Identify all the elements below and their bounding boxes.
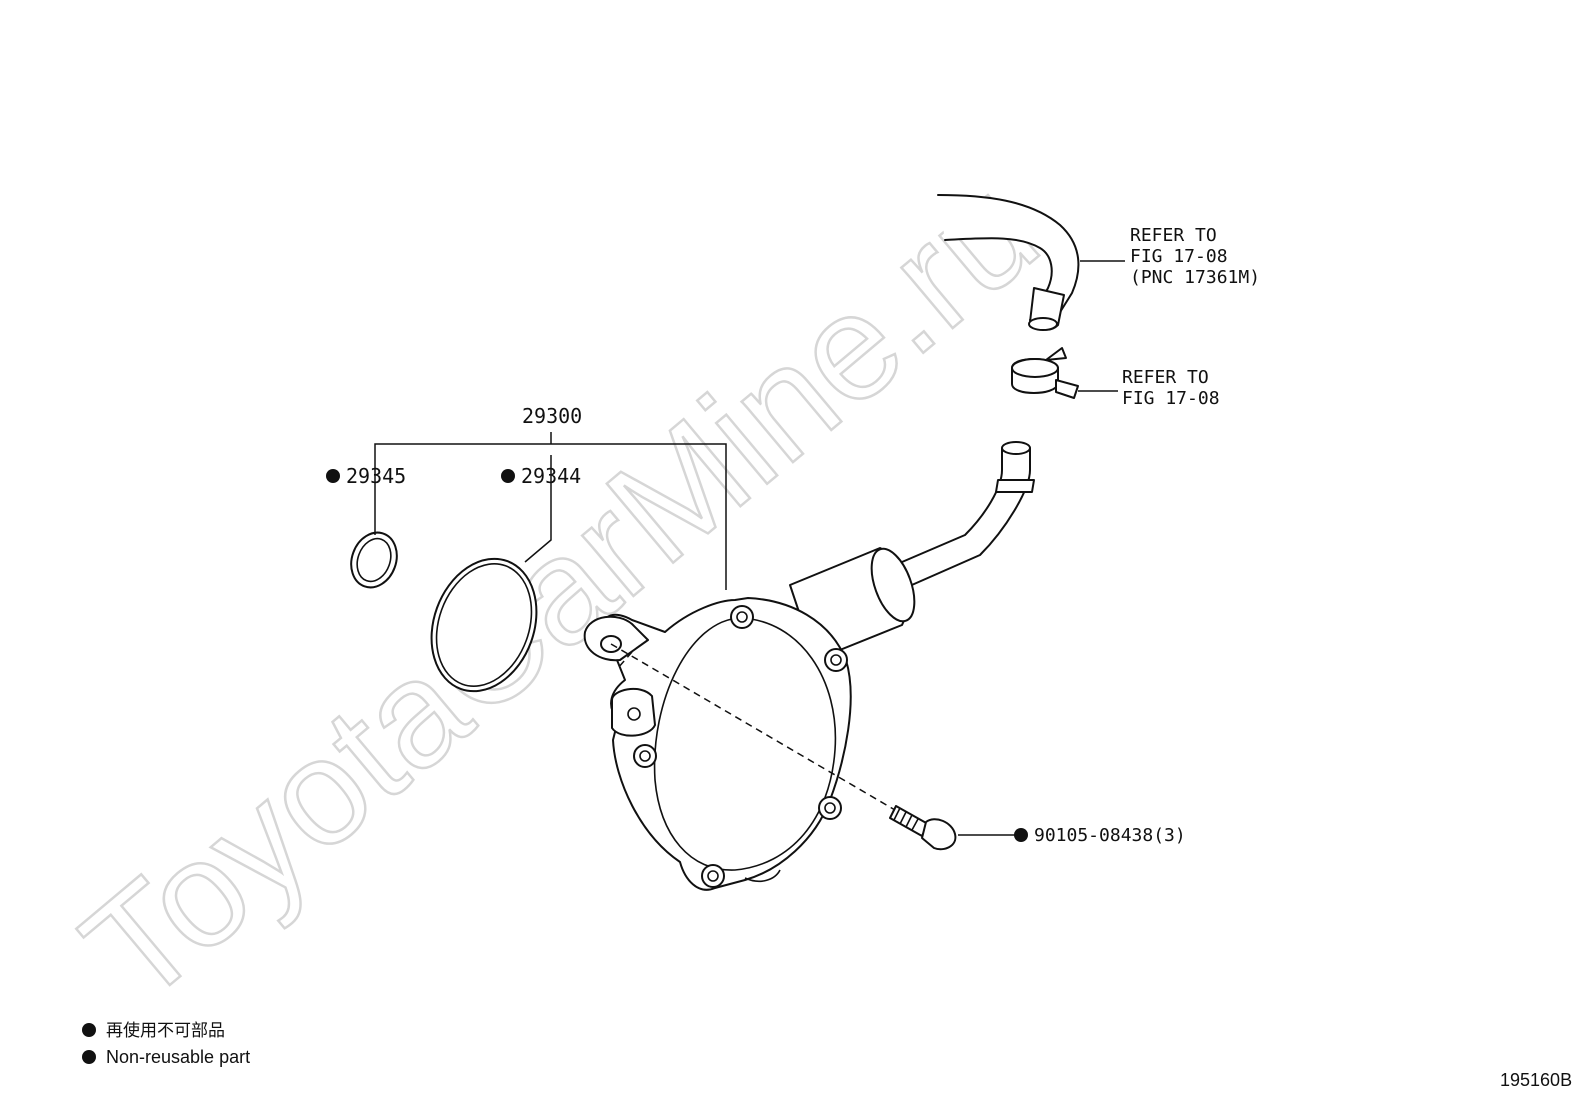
oring-large-part-number: 29344 — [521, 464, 581, 488]
non-reusable-marker — [326, 469, 340, 483]
assembly-part-number: 29300 — [522, 404, 582, 428]
bolt-part-number: 90105-08438(3) — [1034, 825, 1186, 846]
hose-reference-line2: FIG 17-08 — [1130, 246, 1228, 267]
non-reusable-marker — [501, 469, 515, 483]
hose-clamp — [1011, 347, 1079, 399]
legend-marker — [82, 1050, 96, 1064]
hose-reference-line3: (PNC 17361M) — [1130, 267, 1260, 288]
assembly-guide-line — [610, 643, 896, 811]
legend-jp: 再使用不可部品 — [106, 1020, 225, 1040]
vacuum-hose — [937, 194, 1080, 331]
leader-oring-large — [524, 455, 552, 563]
clamp-reference-line1: REFER TO — [1122, 367, 1209, 388]
legend-en: Non-reusable part — [106, 1047, 250, 1067]
figure-code: 195160B — [1500, 1070, 1572, 1090]
legend-marker — [82, 1023, 96, 1037]
clamp-reference-line2: FIG 17-08 — [1122, 388, 1220, 409]
pump-outlet-pipe — [894, 441, 1035, 589]
o-ring-large — [430, 557, 538, 693]
o-ring-small — [350, 531, 398, 589]
oring-small-part-number: 29345 — [346, 464, 406, 488]
non-reusable-marker — [1014, 828, 1028, 842]
legend: 再使用不可部品 Non-reusable part — [82, 1020, 250, 1067]
watermark: ToyotaCarMine.ru — [53, 145, 1068, 1035]
hose-reference-line1: REFER TO — [1130, 225, 1217, 246]
bolt — [889, 805, 957, 851]
vacuum-pump — [583, 547, 916, 891]
